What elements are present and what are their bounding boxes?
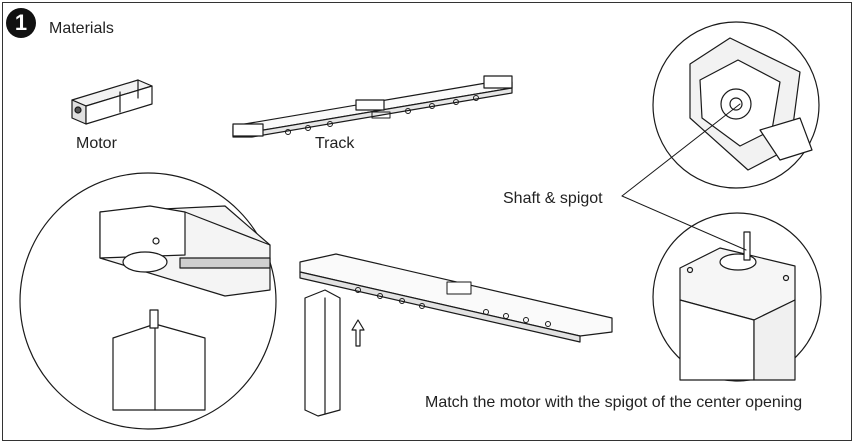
motor-zoom-circle	[19, 172, 277, 430]
figure-frame	[2, 2, 852, 441]
step-number-badge: 1	[6, 8, 36, 38]
section-heading: Materials	[49, 20, 114, 37]
spigot-zoom-circle	[652, 212, 822, 382]
instruction-text: Match the motor with the spigot of the c…	[425, 394, 803, 411]
shaft-zoom-circle	[652, 21, 820, 189]
track-assembly	[299, 253, 613, 417]
track-icon	[232, 75, 513, 138]
motor-label: Motor	[76, 135, 117, 152]
callout-lines	[621, 103, 747, 251]
motor-icon	[71, 79, 153, 125]
shaft-spigot-label: Shaft & spigot	[503, 190, 603, 207]
track-label: Track	[315, 135, 355, 152]
